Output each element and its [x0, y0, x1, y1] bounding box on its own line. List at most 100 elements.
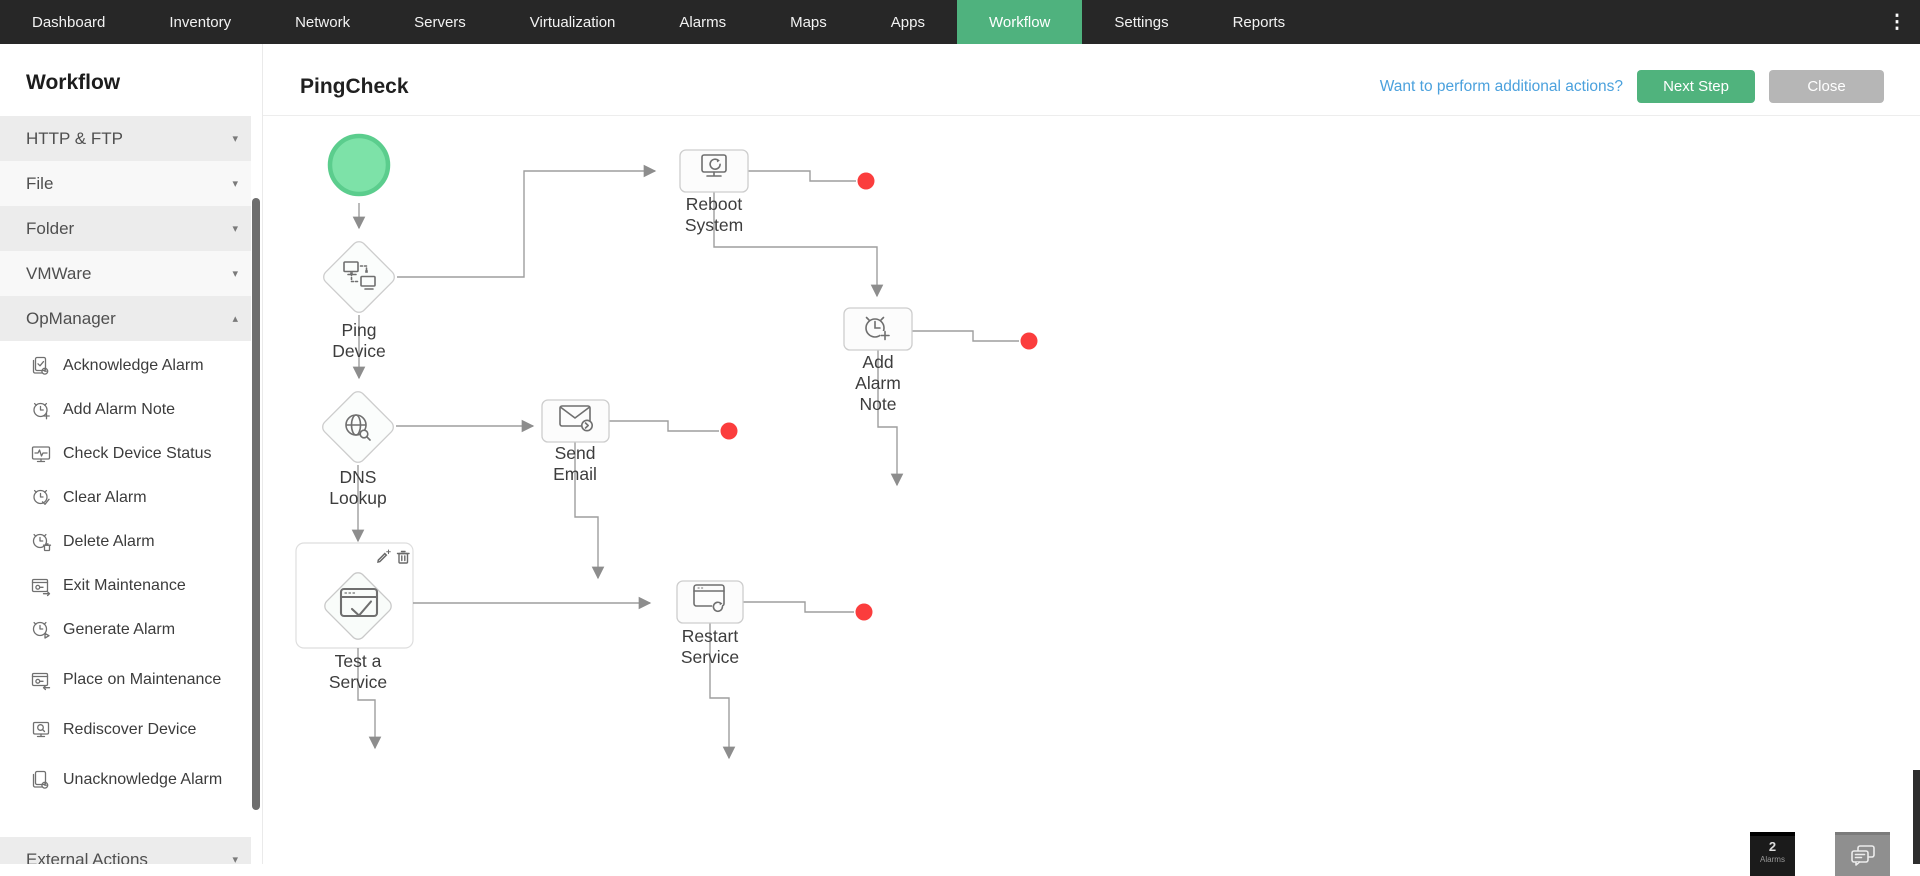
node-label: Lookup — [329, 488, 386, 508]
node-label: Test a — [335, 651, 382, 671]
close-button[interactable]: Close — [1769, 70, 1884, 103]
section-label: VMWare — [26, 263, 92, 283]
connector-ping-to-reboot — [397, 164, 657, 278]
place-on-maintenance-icon — [31, 672, 51, 691]
node-label: Email — [553, 464, 597, 484]
rediscover-device-icon — [32, 721, 50, 738]
chevron-down-icon: ▾ — [232, 178, 238, 190]
node-start[interactable] — [327, 133, 391, 197]
additional-actions-link[interactable]: Want to perform additional actions? — [1379, 77, 1623, 95]
alarm-count-tile[interactable]: 2 Alarms — [1750, 832, 1795, 876]
sidebar-item-label: Generate Alarm — [63, 620, 176, 638]
endpoint-dot[interactable] — [857, 172, 875, 190]
sidebar-item-clear-alarm[interactable]: Clear Alarm — [0, 476, 251, 520]
nav-item-settings[interactable]: Settings — [1114, 13, 1169, 31]
connector-restart-endpoint — [743, 601, 854, 613]
sidebar: Workflow HTTP & FTP ▾ File ▾ Folder ▾ VM… — [0, 44, 263, 864]
section-label: File — [26, 173, 54, 193]
top-nav: Dashboard Inventory Network Servers Virt… — [0, 0, 1920, 44]
nav-item-reports[interactable]: Reports — [1232, 13, 1286, 31]
next-step-button[interactable]: Next Step — [1637, 70, 1755, 103]
sidebar-item-label: Unacknowledge Alarm — [63, 770, 223, 788]
connector-send-endpoint — [609, 420, 719, 432]
add-alarm-note-icon — [33, 402, 50, 420]
sidebar-item-place-on-maintenance[interactable]: Place on Maintenance — [0, 652, 251, 708]
workflow-diagram: Ping Device Reboot System Add Alarm Note… — [295, 133, 1038, 760]
node-test-a-service[interactable] — [322, 549, 410, 642]
sidebar-section-folder[interactable]: Folder ▾ — [0, 206, 251, 251]
acknowledge-alarm-icon — [32, 356, 49, 375]
clear-alarm-icon — [33, 489, 50, 505]
nav-item-network[interactable]: Network — [295, 13, 351, 31]
nav-item-virtualization[interactable]: Virtualization — [529, 13, 616, 31]
section-label: HTTP & FTP — [26, 128, 123, 148]
chat-tile[interactable] — [1835, 832, 1890, 876]
node-add-alarm-note[interactable] — [843, 307, 913, 351]
sidebar-section-opmanager[interactable]: OpManager ▴ — [0, 296, 251, 341]
connector-addnote-down — [877, 350, 904, 487]
sidebar-item-unacknowledge-alarm[interactable]: Unacknowledge Alarm — [0, 752, 251, 808]
send-email-icon — [559, 405, 593, 432]
endpoint-dot[interactable] — [1020, 332, 1038, 350]
node-send-email[interactable] — [541, 399, 610, 443]
nav-item-alarms[interactable]: Alarms — [679, 13, 727, 31]
nav-spacer — [1317, 0, 1874, 44]
alarm-count: 2 — [1768, 839, 1777, 854]
check-device-status-icon — [31, 446, 51, 463]
opmanager-action-list: Acknowledge Alarm Add Alarm Note Check D… — [0, 344, 251, 808]
connector-addnote-endpoint — [912, 330, 1019, 342]
endpoint-dot[interactable] — [720, 422, 738, 440]
sidebar-item-add-alarm-note[interactable]: Add Alarm Note — [0, 388, 251, 432]
restart-service-icon — [693, 584, 725, 613]
unacknowledge-alarm-icon — [32, 770, 49, 789]
node-reboot-system[interactable] — [679, 149, 749, 193]
nav-item-maps[interactable]: Maps — [790, 13, 827, 31]
sidebar-item-label: Clear Alarm — [63, 488, 147, 506]
page-title: PingCheck — [300, 74, 409, 98]
sidebar-item-label: Acknowledge Alarm — [63, 356, 204, 374]
sidebar-item-exit-maintenance[interactable]: Exit Maintenance — [0, 564, 251, 608]
test-service-icon — [339, 587, 379, 618]
sidebar-item-label: Add Alarm Note — [63, 400, 176, 418]
sidebar-section-file[interactable]: File ▾ — [0, 161, 251, 206]
nav-item-apps[interactable]: Apps — [890, 13, 925, 31]
reboot-system-icon — [701, 154, 727, 177]
canvas-header: PingCheck Want to perform additional act… — [263, 44, 1920, 116]
node-label: Add — [862, 352, 893, 372]
connectors — [357, 164, 1019, 760]
node-label: Device — [332, 341, 386, 361]
chevron-down-icon: ▾ — [232, 268, 238, 280]
delete-node-icon[interactable] — [396, 550, 410, 564]
node-dns-lookup[interactable] — [320, 389, 396, 465]
nav-item-workflow[interactable]: Workflow — [956, 0, 1083, 44]
nav-item-servers[interactable]: Servers — [414, 13, 466, 31]
sidebar-scrollbar-thumb[interactable] — [252, 198, 260, 810]
add-alarm-note-node-icon — [865, 316, 891, 342]
sidebar-section-vmware[interactable]: VMWare ▾ — [0, 251, 251, 296]
sidebar-title: Workflow — [26, 71, 121, 94]
nav-item-inventory[interactable]: Inventory — [169, 13, 232, 31]
connector-test-down — [357, 648, 382, 750]
sidebar-item-check-device-status[interactable]: Check Device Status — [0, 432, 251, 476]
sidebar-item-label: Rediscover Device — [63, 720, 197, 738]
kebab-vertical-icon[interactable]: ⋮ — [1887, 11, 1907, 33]
sidebar-section-http-ftp[interactable]: HTTP & FTP ▾ — [0, 116, 251, 161]
node-label: Restart — [682, 626, 739, 646]
edit-node-icon[interactable] — [377, 549, 391, 563]
node-label: DNS — [340, 467, 377, 487]
sidebar-item-generate-alarm[interactable]: Generate Alarm — [0, 608, 251, 652]
node-restart-service[interactable] — [676, 580, 744, 624]
nav-item-dashboard[interactable]: Dashboard — [32, 13, 106, 31]
node-label: System — [685, 215, 743, 235]
endpoint-dot[interactable] — [855, 603, 873, 621]
sidebar-item-rediscover-device[interactable]: Rediscover Device — [0, 708, 251, 752]
section-label: OpManager — [26, 308, 116, 328]
delete-alarm-icon — [32, 533, 52, 552]
sidebar-item-acknowledge-alarm[interactable]: Acknowledge Alarm — [0, 344, 251, 388]
node-ping-device[interactable] — [321, 239, 397, 315]
sidebar-section-external-actions[interactable]: External Actions ▾ — [0, 837, 251, 864]
node-label: Service — [681, 647, 739, 667]
node-label: Alarm — [855, 373, 901, 393]
sidebar-item-delete-alarm[interactable]: Delete Alarm — [0, 520, 251, 564]
canvas-scrollbar-thumb[interactable] — [1913, 770, 1920, 864]
